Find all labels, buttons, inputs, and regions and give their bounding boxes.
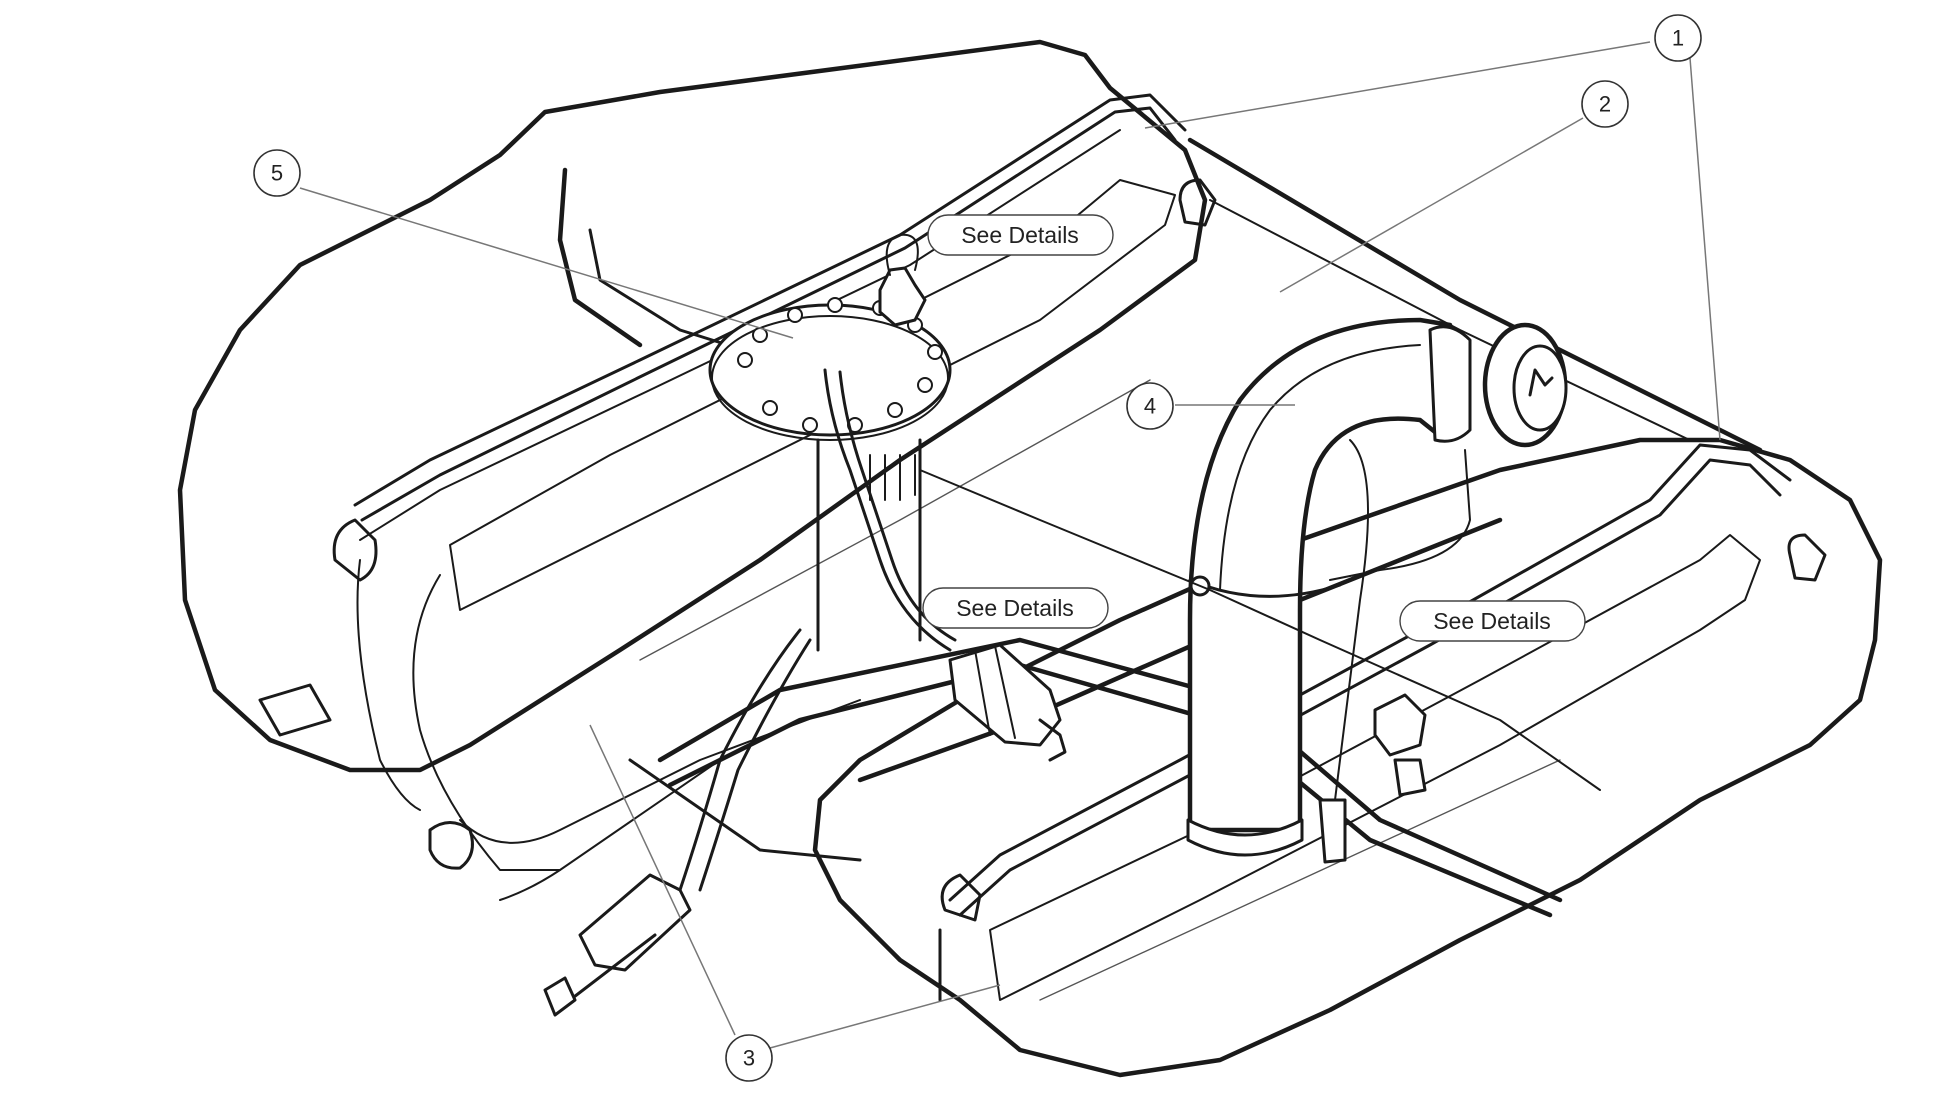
sender-connector [878, 266, 927, 327]
right-valve [1373, 693, 1427, 757]
filler-hose-body [1187, 317, 1453, 833]
see-details-button-top[interactable]: See Details [927, 214, 1114, 256]
crossmember-upper [657, 637, 1563, 903]
see-details-button-top-label: See Details [961, 222, 1079, 248]
left-tank-top-flange-inner [360, 106, 1177, 522]
frame-bracket [628, 758, 862, 862]
callout-2-circle [1581, 80, 1629, 128]
fuel-line-e [356, 559, 421, 811]
right-fitting [1393, 758, 1427, 797]
see-details-button-right-frame [1399, 600, 1586, 642]
see-details-button-top-frame [927, 214, 1114, 256]
right-tank-top-flange-inner [958, 458, 1782, 917]
filter-nozzle [1038, 718, 1067, 762]
callout-4-circle [1126, 382, 1174, 430]
see-details-button-center-label: See Details [956, 595, 1074, 621]
left-grommet [428, 821, 474, 870]
callout-3-number: 3 [743, 1046, 755, 1071]
drain-valve [578, 873, 692, 972]
callout-4: 4 [1126, 382, 1174, 430]
fuel-line-d [499, 759, 721, 901]
callout-5-circle [253, 149, 301, 197]
left-tank-right-clip [1178, 178, 1217, 227]
fuel-line-sender [823, 368, 952, 652]
filler-cap-handle [1528, 368, 1554, 397]
vent-line-2 [1329, 449, 1471, 581]
left-wire-harness [412, 574, 561, 871]
left-connector [258, 683, 332, 737]
filler-neck-hose [1186, 317, 1568, 857]
rear-tank-edge [1209, 199, 1701, 446]
drain-valve-stem [568, 933, 657, 1002]
callout-4-number: 4 [1144, 394, 1156, 419]
leader-3a [769, 984, 1001, 1049]
see-details-button-center[interactable]: See Details [922, 587, 1109, 629]
right-tank [812, 437, 1883, 1078]
right-tank-top-flange [948, 443, 1792, 902]
filler-hose-ridge [1219, 344, 1421, 591]
sender-bolts [737, 297, 943, 433]
see-details-button-right[interactable]: See Details [1399, 600, 1586, 642]
rear-tank-outline [1187, 137, 1763, 453]
left-tank-clip [332, 518, 378, 582]
right-tank-clip-front [940, 873, 982, 922]
right-tank-outer-shell [812, 437, 1883, 1078]
sender-flange-rim [711, 315, 949, 441]
leader-lines [299, 41, 1721, 1049]
fuel-filter [948, 643, 1067, 762]
leader-5 [299, 187, 794, 339]
vent-line [1334, 439, 1369, 801]
fuel-pump-sender [708, 233, 957, 652]
callout-5: 5 [253, 149, 301, 197]
leader-1a [1144, 41, 1651, 129]
leader-3b [589, 724, 736, 1036]
see-details-button-center-frame [922, 587, 1109, 629]
filler-cap-collar [1428, 325, 1472, 443]
see-details-button-right-label: See Details [1433, 608, 1551, 634]
leader-2 [1279, 117, 1584, 293]
fuel-lines [258, 439, 1601, 1017]
filler-cap-face [1512, 344, 1568, 432]
callout-2: 2 [1581, 80, 1629, 128]
pump-fingers [869, 454, 916, 501]
right-tank-inner-panel [989, 534, 1761, 1001]
callout-1: 1 [1654, 14, 1702, 62]
filter-band [974, 645, 1016, 739]
callout-1-circle [1654, 14, 1702, 62]
leader-1b [1689, 57, 1721, 441]
rear-wire-harness [919, 469, 1601, 791]
bottom-fitting [1318, 798, 1347, 864]
callout-2-number: 2 [1599, 92, 1611, 117]
drain-tip [543, 976, 577, 1017]
callout-3: 3 [725, 1034, 773, 1082]
right-tank-clip-rear [1787, 533, 1827, 582]
callout-5-number: 5 [271, 161, 283, 186]
sender-wire-loop [885, 233, 919, 276]
filler-hose-clamp-bottom [1186, 818, 1304, 857]
callout-3-circle [725, 1034, 773, 1082]
left-tank-seam [639, 379, 1151, 661]
callout-1-number: 1 [1672, 26, 1684, 51]
right-tank-seam [1039, 759, 1561, 1001]
fuel-line-b [698, 638, 812, 892]
